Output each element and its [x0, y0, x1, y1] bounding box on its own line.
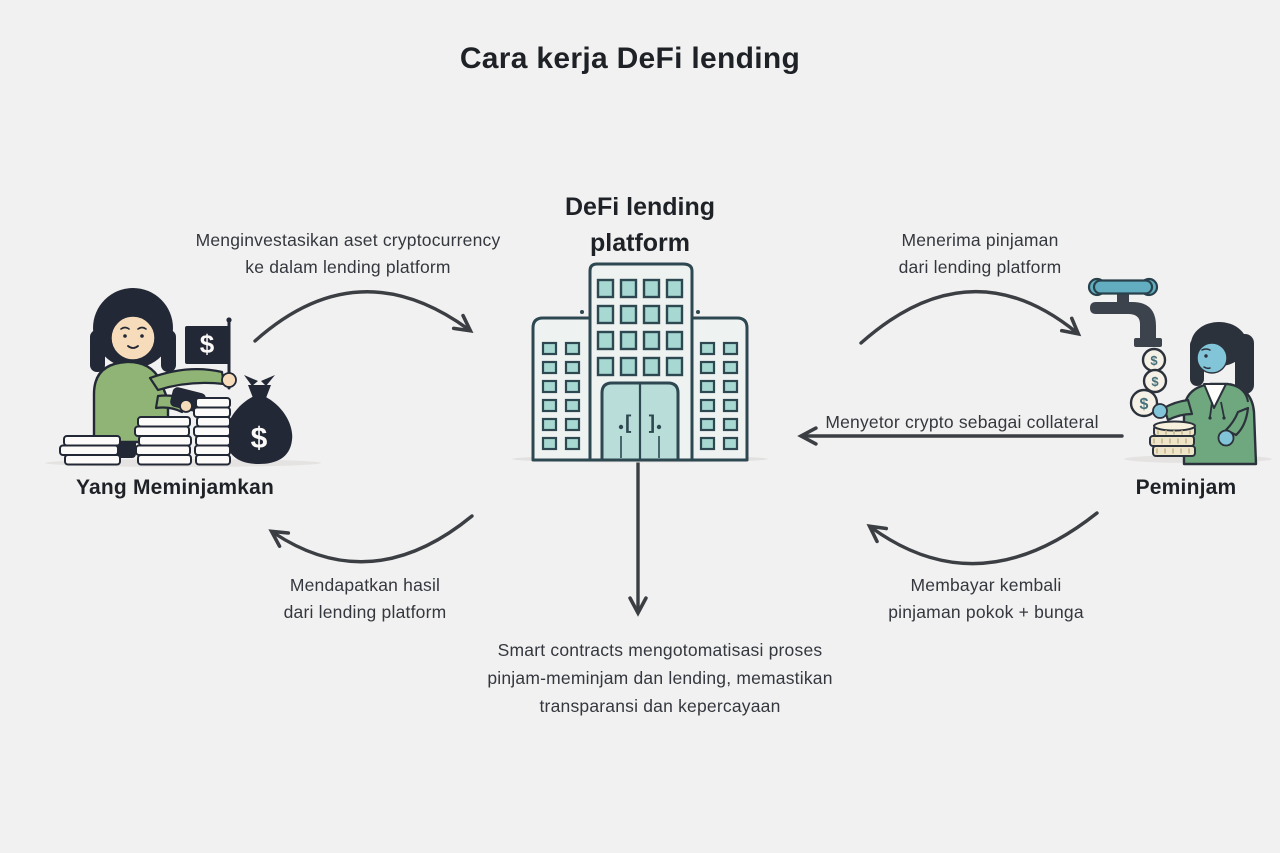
arrow-receive-loan [859, 289, 1082, 345]
falling-coins-icon: $ $ $ [1129, 347, 1168, 418]
building-tower [588, 262, 694, 462]
lender-person-icon [90, 288, 226, 458]
entrance-door: [ ] [600, 381, 680, 462]
borrower-person-icon [1152, 322, 1258, 466]
coin-dollar-symbol: $ [1150, 353, 1158, 368]
flow-earn-yield-label: Mendapatkan hasil dari lending platform [283, 575, 447, 622]
arrow-repay [866, 511, 1099, 566]
lender-illustration: $ $ [45, 288, 321, 467]
coin-dollar-symbol: $ [1151, 374, 1159, 389]
lender-label: Yang Meminjamkan [75, 476, 275, 499]
coin-stack-icon [59, 397, 231, 466]
borrower-illustration: $ $ $ [1087, 277, 1272, 466]
building-left-wing [531, 316, 592, 462]
flow-collateral-label: Menyetor crypto sebagai collateral [825, 412, 1099, 432]
smart-contract-note: Smart contracts mengotomatisasi proses p… [487, 640, 833, 716]
faucet-icon [1087, 277, 1162, 347]
tower-windows [596, 278, 684, 377]
arrow-earn-yield [268, 514, 474, 564]
dollar-flag-icon: $ [185, 317, 237, 390]
page-title: Cara kerja DeFi lending [459, 42, 801, 75]
flow-repay-label: Membayar kembali pinjaman pokok + bunga [888, 575, 1084, 622]
flow-receive-loan-label: Menerima pinjaman dari lending platform [898, 230, 1062, 277]
defi-platform-building-icon: [ ] [512, 262, 768, 463]
platform-name: DeFi lending platform [565, 193, 715, 257]
borrower-label: Peminjam [1135, 476, 1237, 499]
flow-invest-label: Menginvestasikan aset cryptocurrency ke … [195, 230, 501, 277]
coin-dollar-symbol: $ [1140, 396, 1149, 413]
arrow-invest [253, 290, 474, 343]
gold-coin-stack-icon [1149, 420, 1196, 457]
money-bag-icon: $ [225, 375, 293, 464]
door-bracket-glyph: [ ] [622, 411, 658, 435]
ground-shadow [45, 459, 321, 467]
ground-shadow [512, 455, 768, 463]
building-right-wing [688, 316, 749, 462]
wing-windows [541, 341, 739, 451]
ground-shadow [1124, 455, 1272, 463]
bag-dollar-symbol: $ [251, 422, 268, 455]
flag-dollar-symbol: $ [200, 329, 215, 359]
